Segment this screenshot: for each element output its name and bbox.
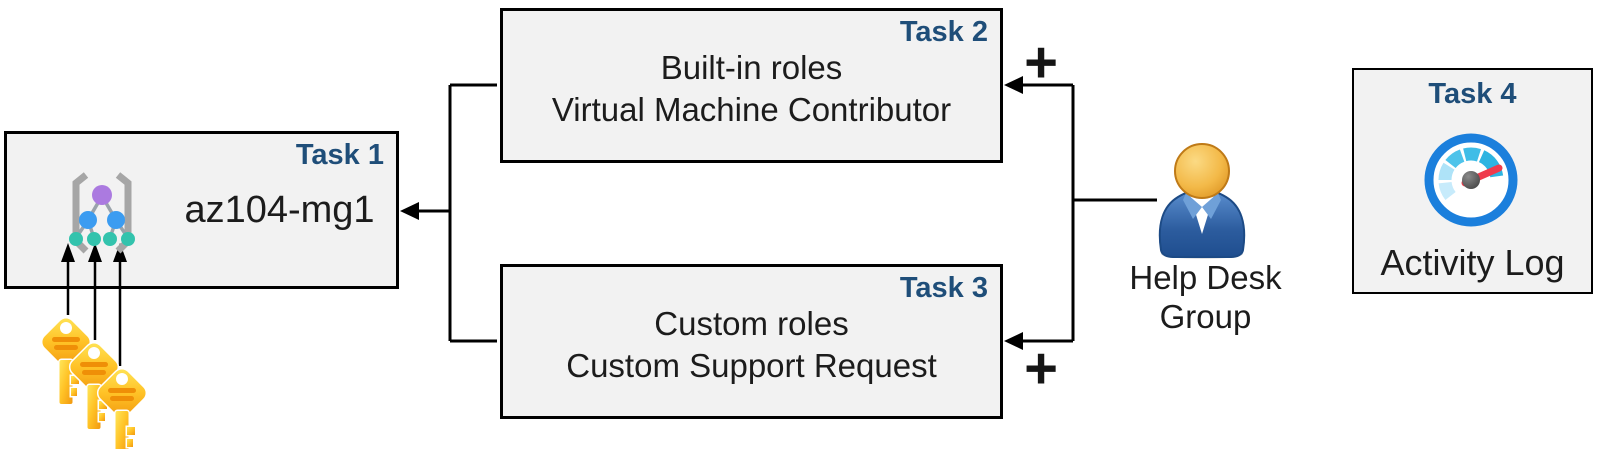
help-desk-line2: Group	[1159, 298, 1252, 335]
connector-left	[418, 83, 497, 343]
plus-sign-top: +	[1024, 29, 1058, 95]
task3-label: Task 3	[899, 272, 988, 304]
task3-line1: Custom roles	[654, 305, 849, 342]
key-icon-1	[37, 313, 95, 406]
management-group-name: az104-mg1	[184, 188, 375, 231]
task4-label: Task 4	[1428, 78, 1517, 110]
task2-line1: Built-in roles	[660, 49, 843, 86]
task2-box: Task 2 Built-in roles Virtual Machine Co…	[500, 8, 1003, 163]
plus-sign-bottom: +	[1024, 335, 1058, 401]
task3-box: Task 3 Custom roles Custom Support Reque…	[500, 264, 1003, 419]
arrowhead-into-task1	[400, 202, 419, 220]
task1-box: Task 1 az104-mg1	[4, 131, 399, 289]
key-icon-3	[93, 364, 151, 449]
task3-text: Custom roles Custom Support Request	[503, 303, 1000, 387]
user-icon	[1158, 143, 1246, 259]
task1-label: Task 1	[295, 139, 384, 171]
task2-line2: Virtual Machine Contributor	[551, 91, 952, 128]
task2-text: Built-in roles Virtual Machine Contribut…	[503, 47, 1000, 131]
help-desk-group-label: Help Desk Group	[1118, 258, 1293, 336]
task3-line2: Custom Support Request	[566, 347, 937, 384]
key-icon-2	[65, 338, 123, 431]
keys-icon	[37, 313, 151, 449]
activity-log-caption: Activity Log	[1380, 242, 1565, 283]
task2-label: Task 2	[899, 16, 988, 48]
help-desk-line1: Help Desk	[1129, 259, 1282, 296]
task4-box: Task 4 Activity Log	[1352, 68, 1593, 294]
